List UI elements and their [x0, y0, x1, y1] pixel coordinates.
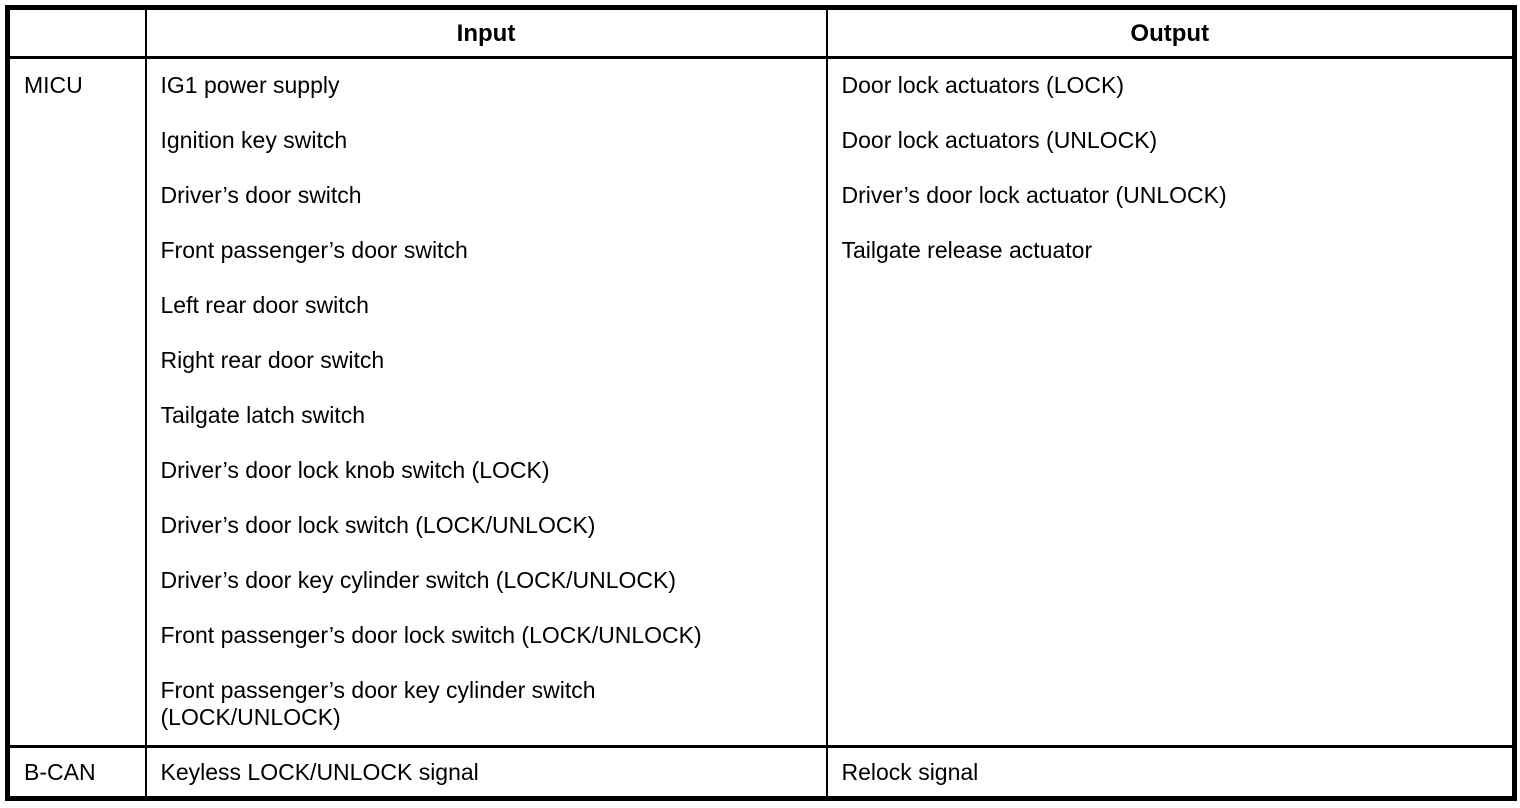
- input-item: Ignition key switch: [160, 127, 348, 153]
- header-input-cell: Input: [144, 6, 828, 59]
- source-cell-micu: MICU: [6, 56, 147, 748]
- input-item: Front passenger’s door lock switch (LOCK…: [160, 622, 702, 648]
- output-item: Door lock actuators (UNLOCK): [841, 127, 1158, 153]
- input-item: Front passenger’s door key cylinder swit…: [160, 677, 596, 730]
- micu-input-output-table: Input Output MICU IG1 power supply Ignit…: [5, 5, 1517, 801]
- input-item: Driver’s door lock switch (LOCK/UNLOCK): [160, 512, 596, 538]
- table-row-bcan: B-CAN Keyless LOCK/UNLOCK signal Relock …: [6, 745, 1516, 800]
- source-label: B-CAN: [24, 759, 96, 785]
- header-row: Input Output: [6, 6, 1516, 59]
- output-item: Relock signal: [841, 759, 979, 785]
- input-item: Driver’s door switch: [160, 182, 362, 208]
- input-item: Right rear door switch: [160, 347, 385, 373]
- header-source-cell: [6, 6, 147, 59]
- table-row-micu: MICU IG1 power supply Ignition key switc…: [6, 56, 1516, 748]
- input-cell-bcan: Keyless LOCK/UNLOCK signal: [144, 745, 828, 800]
- source-label: MICU: [24, 72, 83, 98]
- output-cell-bcan: Relock signal: [825, 745, 1516, 800]
- input-item: IG1 power supply: [160, 72, 340, 98]
- output-item: Door lock actuators (LOCK): [841, 72, 1124, 98]
- input-cell-micu: IG1 power supply Ignition key switch Dri…: [144, 56, 828, 748]
- input-item: Driver’s door key cylinder switch (LOCK/…: [160, 567, 677, 593]
- source-cell-bcan: B-CAN: [6, 745, 147, 800]
- output-item: Tailgate release actuator: [841, 237, 1093, 263]
- output-item: Driver’s door lock actuator (UNLOCK): [841, 182, 1227, 208]
- input-item: Driver’s door lock knob switch (LOCK): [160, 457, 550, 483]
- header-output-cell: Output: [825, 6, 1516, 59]
- input-item: Keyless LOCK/UNLOCK signal: [160, 759, 479, 785]
- input-item: Left rear door switch: [160, 292, 369, 318]
- input-item: Tailgate latch switch: [160, 402, 366, 428]
- output-cell-micu: Door lock actuators (LOCK) Door lock act…: [825, 56, 1516, 748]
- input-item: Front passenger’s door switch: [160, 237, 468, 263]
